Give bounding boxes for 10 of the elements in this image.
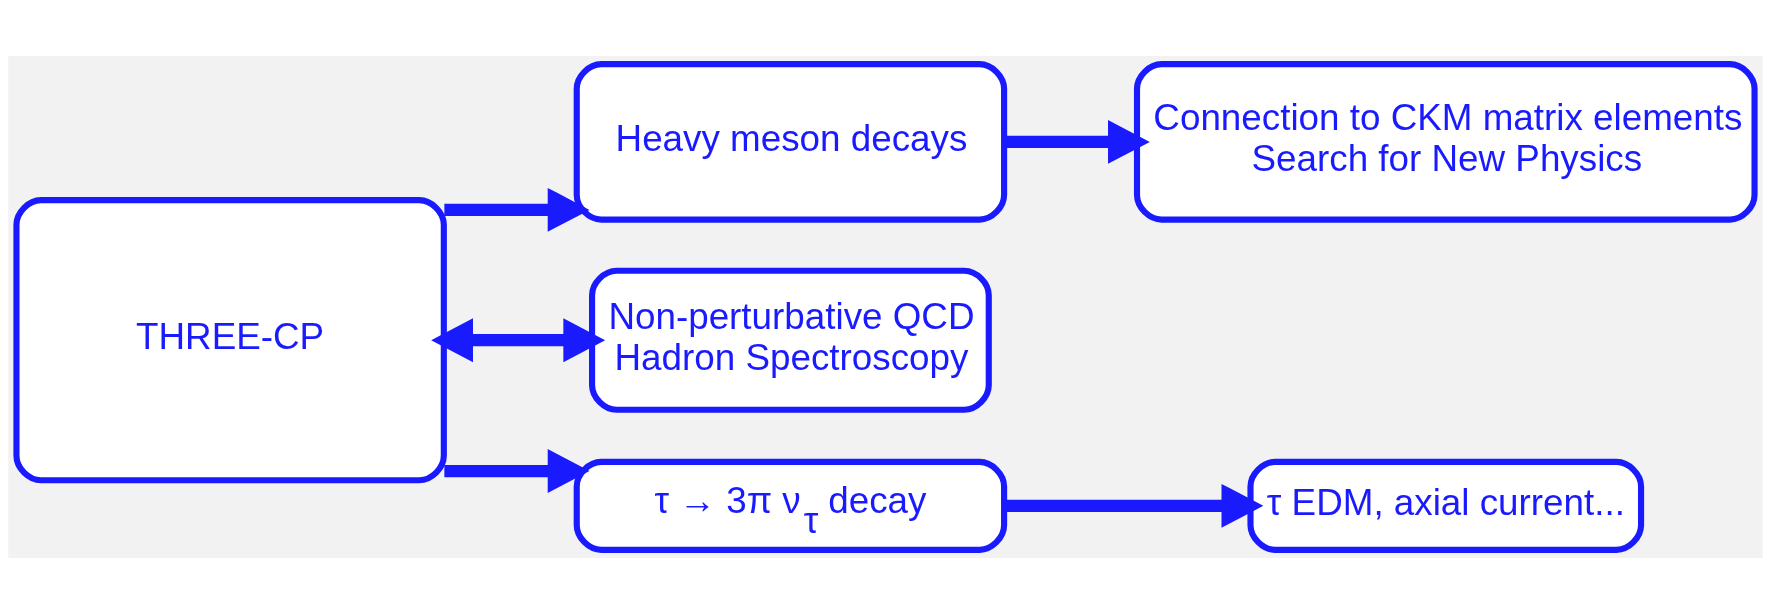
node-box: Heavy meson decays <box>573 60 1008 223</box>
arrow <box>444 187 590 232</box>
arrow <box>431 317 606 362</box>
node-box: τ EDM, axial current... <box>1247 458 1645 553</box>
node-box: Connection to CKM matrix elements Search for New Physics <box>1133 60 1758 223</box>
arrow <box>1004 483 1264 528</box>
node-box: THREE-CP <box>13 196 447 483</box>
arrow <box>1004 119 1150 164</box>
arrow <box>444 448 590 493</box>
node-box: Non-perturbative QCD Hadron Spectroscopy <box>589 267 992 413</box>
